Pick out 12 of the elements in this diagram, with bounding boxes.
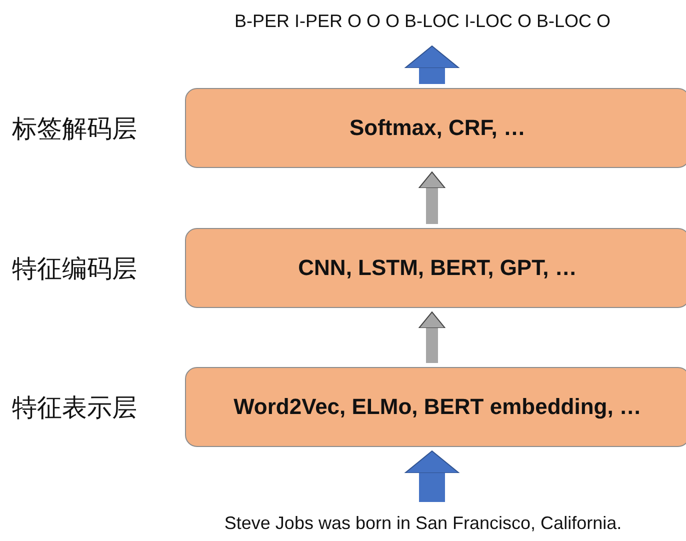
layer-label: 标签解码层 xyxy=(12,113,137,145)
layer-box: Softmax, CRF, … xyxy=(185,88,686,168)
layer-box: CNN, LSTM, BERT, GPT, … xyxy=(185,228,686,308)
layer-box: Word2Vec, ELMo, BERT embedding, … xyxy=(185,367,686,447)
arrow xyxy=(404,46,460,84)
arrow xyxy=(418,172,446,224)
layer-label: 特征编码层 xyxy=(12,253,137,285)
input-sentence: Steve Jobs was born in San Francisco, California. xyxy=(160,508,686,538)
layer-label: 特征表示层 xyxy=(12,392,137,424)
arrow xyxy=(404,450,460,502)
output-tags: B-PER I-PER O O O B-LOC I-LOC O B-LOC O xyxy=(195,6,650,36)
arrow xyxy=(418,312,446,363)
